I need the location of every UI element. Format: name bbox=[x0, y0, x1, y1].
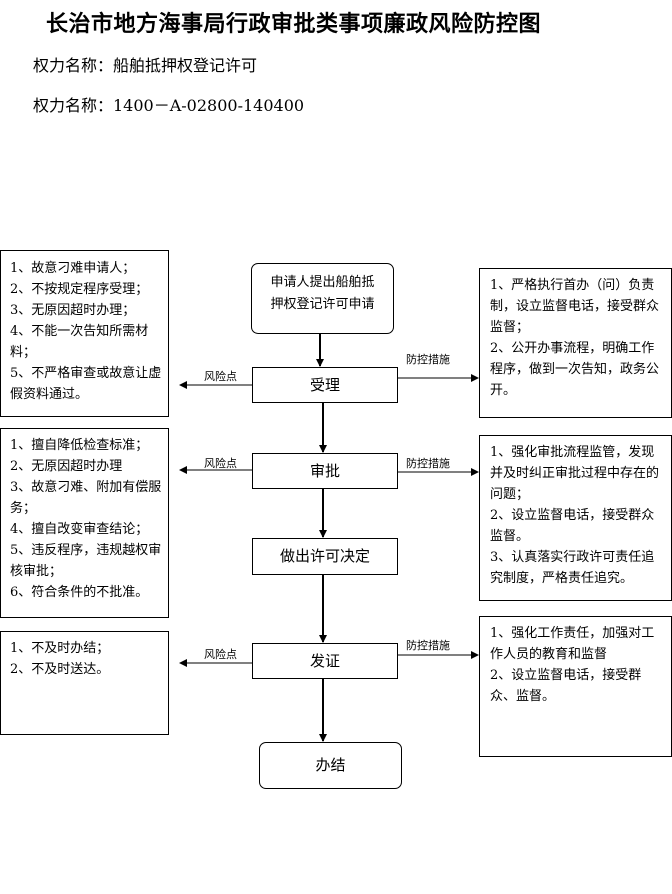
risk-accept-item: 5、不严格审查或故意让虚假资料通过。 bbox=[10, 366, 162, 402]
risk-approve-item: 4、擅自改变审查结论； bbox=[10, 522, 149, 537]
risk-approve-item: 3、故意刁难、附加有偿服务； bbox=[10, 480, 162, 516]
measure-box-accept: 1、严格执行首办（问）负责制，设立监督电话，接受群众监督； 2、公开办事流程，明… bbox=[479, 268, 672, 418]
measure-box-approve: 1、强化审批流程监管，发现并及时纠正审批过程中存在的问题； 2、设立监督电话，接… bbox=[479, 435, 672, 601]
measure-issue-item: 1、强化工作责任，加强对工作人员的教育和监督 bbox=[490, 626, 655, 662]
risk-issue-item: 1、不及时办结； bbox=[10, 641, 110, 656]
risk-approve-item: 2、无原因超时办理 bbox=[10, 459, 123, 474]
measure-box-issue: 1、强化工作责任，加强对工作人员的教育和监督 2、设立监督电话，接受群众、监督。 bbox=[479, 616, 672, 757]
node-apply-line-2: 押权登记许可申请 bbox=[270, 297, 375, 312]
node-finish: 办结 bbox=[259, 742, 402, 789]
measure-label-accept: 防控措施 bbox=[406, 353, 450, 366]
measure-accept-item: 1、严格执行首办（问）负责制，设立监督电话，接受群众监督； bbox=[490, 278, 660, 335]
measure-approve-item: 3、认真落实行政许可责任追究制度，严格责任追究。 bbox=[490, 550, 655, 586]
risk-approve-item: 6、符合条件的不批准。 bbox=[10, 585, 149, 600]
risk-label-issue: 风险点 bbox=[204, 648, 237, 661]
measure-accept-item: 2、公开办事流程，明确工作程序，做到一次告知，政务公开。 bbox=[490, 341, 660, 398]
page-title: 长治市地方海事局行政审批类事项廉政风险防控图 bbox=[46, 11, 542, 37]
node-apply-line-1: 申请人提出船舶抵 bbox=[270, 275, 375, 290]
risk-approve-item: 5、违反程序，违规越权审核审批； bbox=[10, 543, 162, 579]
risk-label-accept: 风险点 bbox=[204, 370, 237, 383]
node-apply: 申请人提出船舶抵 押权登记许可申请 bbox=[251, 263, 394, 334]
risk-box-approve: 1、擅自降低检查标准； 2、无原因超时办理 3、故意刁难、附加有偿服务； 4、擅… bbox=[0, 428, 169, 618]
risk-accept-item: 2、不按规定程序受理； bbox=[10, 282, 149, 297]
node-approve: 审批 bbox=[252, 453, 398, 489]
measure-label-issue: 防控措施 bbox=[406, 639, 450, 652]
measure-issue-item: 2、设立监督电话，接受群众、监督。 bbox=[490, 668, 642, 704]
node-decide: 做出许可决定 bbox=[252, 538, 398, 575]
risk-accept-item: 4、不能一次告知所需材料； bbox=[10, 324, 149, 360]
node-issue: 发证 bbox=[252, 643, 398, 679]
risk-accept-item: 3、无原因超时办理； bbox=[10, 303, 136, 318]
node-accept: 受理 bbox=[252, 367, 398, 403]
risk-accept-item: 1、故意刁难申请人； bbox=[10, 261, 136, 276]
risk-box-issue: 1、不及时办结； 2、不及时送达。 bbox=[0, 631, 169, 735]
power-code: 权力名称：1400－A-02800-140400 bbox=[33, 96, 305, 115]
measure-label-approve: 防控措施 bbox=[406, 457, 450, 470]
risk-approve-item: 1、擅自降低检查标准； bbox=[10, 438, 149, 453]
power-name: 权力名称：船舶抵押权登记许可 bbox=[33, 56, 258, 75]
risk-label-approve: 风险点 bbox=[204, 457, 237, 470]
measure-approve-item: 1、强化审批流程监管，发现并及时纠正审批过程中存在的问题； bbox=[490, 445, 660, 502]
risk-issue-item: 2、不及时送达。 bbox=[10, 662, 110, 677]
risk-box-accept: 1、故意刁难申请人； 2、不按规定程序受理； 3、无原因超时办理； 4、不能一次… bbox=[0, 250, 169, 417]
measure-approve-item: 2、设立监督电话，接受群众监督。 bbox=[490, 508, 655, 544]
